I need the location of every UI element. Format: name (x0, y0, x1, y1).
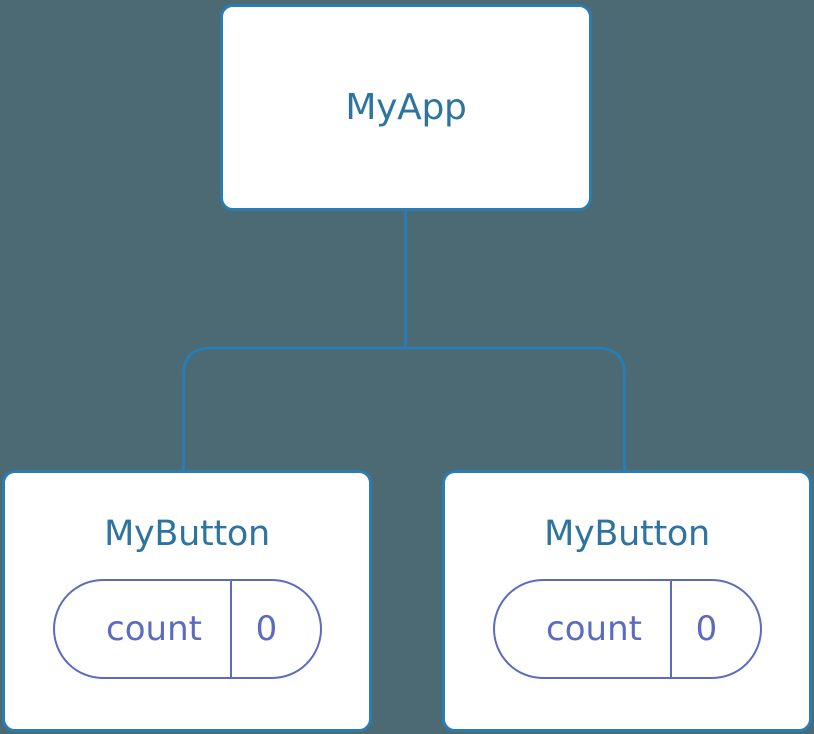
node-mybutton-left[interactable]: MyButton count 0 (2, 470, 372, 732)
node-title: MyButton (104, 514, 270, 554)
node-title: MyButton (544, 514, 710, 554)
node-myapp[interactable]: MyApp (220, 4, 592, 211)
state-value: 0 (695, 609, 718, 649)
node-title: MyApp (345, 86, 467, 128)
state-value: 0 (255, 609, 278, 649)
state-key: count (546, 609, 642, 649)
state-pill-divider (669, 581, 672, 677)
state-pill[interactable]: count 0 (52, 579, 322, 679)
edge-root-to-leaf-left (182, 346, 406, 472)
state-pill[interactable]: count 0 (492, 579, 762, 679)
node-mybutton-right[interactable]: MyButton count 0 (442, 470, 812, 732)
state-key: count (106, 609, 202, 649)
edge-root-to-leaf-right (405, 346, 626, 472)
state-pill-divider (229, 581, 232, 677)
